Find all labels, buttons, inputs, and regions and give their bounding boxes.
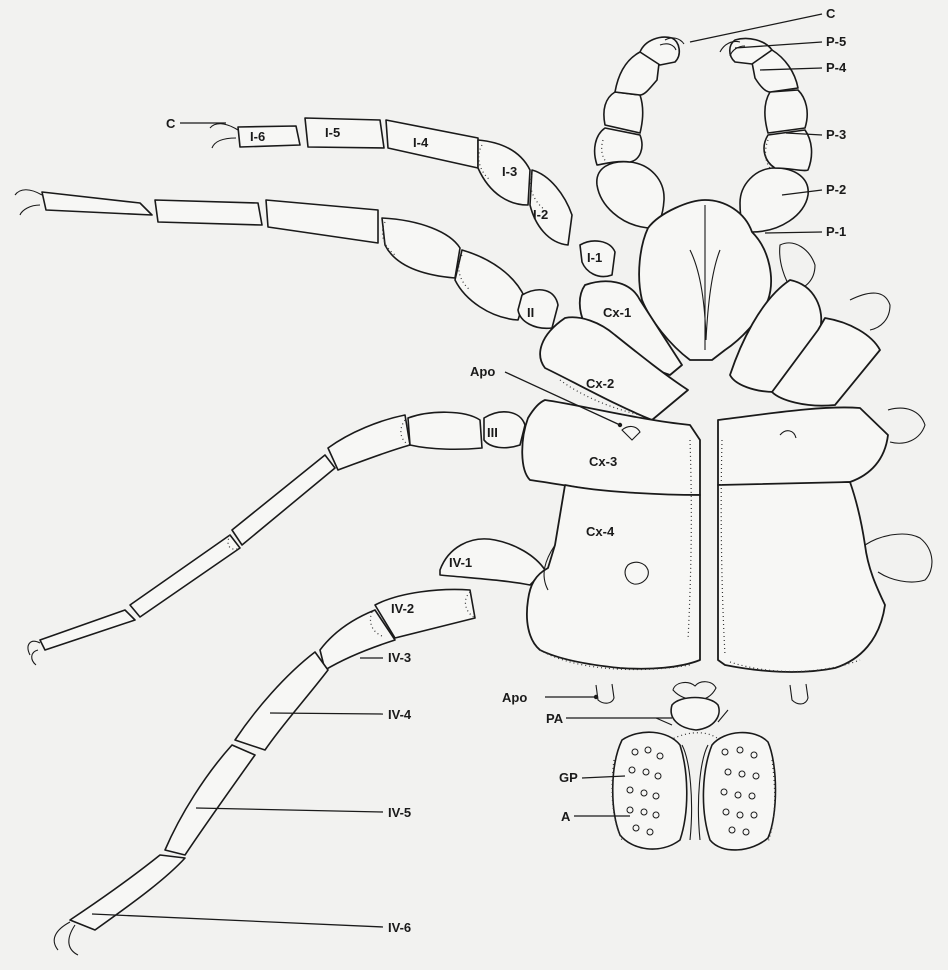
coxa-4 xyxy=(527,485,700,669)
label-coxa-4: Cx-4 xyxy=(586,524,615,539)
leg-III xyxy=(28,412,525,665)
coxa-4-right xyxy=(718,482,885,672)
label-leg-IV-6: IV-6 xyxy=(388,920,411,935)
label-leg-IV-1: IV-1 xyxy=(449,555,472,570)
genital-plate-left xyxy=(613,732,687,849)
leg-IV xyxy=(54,539,545,955)
label-acetabula: A xyxy=(561,809,571,824)
pedipalp-left xyxy=(595,37,684,228)
label-leg-I-5: I-5 xyxy=(325,125,340,140)
label-p1: P-1 xyxy=(826,224,846,239)
label-leg-III: III xyxy=(487,425,498,440)
label-leg-I-1: I-1 xyxy=(587,250,602,265)
label-apodeme-bottom: Apo xyxy=(502,690,527,705)
label-p5: P-5 xyxy=(826,34,846,49)
genital-plate-right xyxy=(703,733,775,850)
label-leg-IV-3: IV-3 xyxy=(388,650,411,665)
label-leg-I-6: I-6 xyxy=(250,129,265,144)
pedipalp-right xyxy=(720,38,812,232)
coxa-3-right xyxy=(718,407,888,485)
pre-anal-shield xyxy=(671,698,719,731)
label-coxa-2: Cx-2 xyxy=(586,376,614,391)
label-leg-IV-2: IV-2 xyxy=(391,601,414,616)
label-leg-I-4: I-4 xyxy=(413,135,429,150)
label-genital-plate: GP xyxy=(559,770,578,785)
label-claw-leg: C xyxy=(166,116,176,131)
label-p2: P-2 xyxy=(826,182,846,197)
label-leg-I-3: I-3 xyxy=(502,164,517,179)
label-leg-II: II xyxy=(527,305,534,320)
coxa-3 xyxy=(522,400,700,495)
label-coxa-3: Cx-3 xyxy=(589,454,617,469)
label-leg-I-2: I-2 xyxy=(533,207,548,222)
label-p4: P-4 xyxy=(826,60,847,75)
label-leg-IV-5: IV-5 xyxy=(388,805,411,820)
label-p3: P-3 xyxy=(826,127,846,142)
genital-region xyxy=(612,682,775,850)
label-leg-IV-4: IV-4 xyxy=(388,707,412,722)
label-coxa-1: Cx-1 xyxy=(603,305,631,320)
label-claw-palp: C xyxy=(826,6,836,21)
label-apodeme-top: Apo xyxy=(470,364,495,379)
leg-II xyxy=(15,190,558,329)
label-pre-anal: PA xyxy=(546,711,564,726)
apodeme-bottom xyxy=(596,684,614,703)
